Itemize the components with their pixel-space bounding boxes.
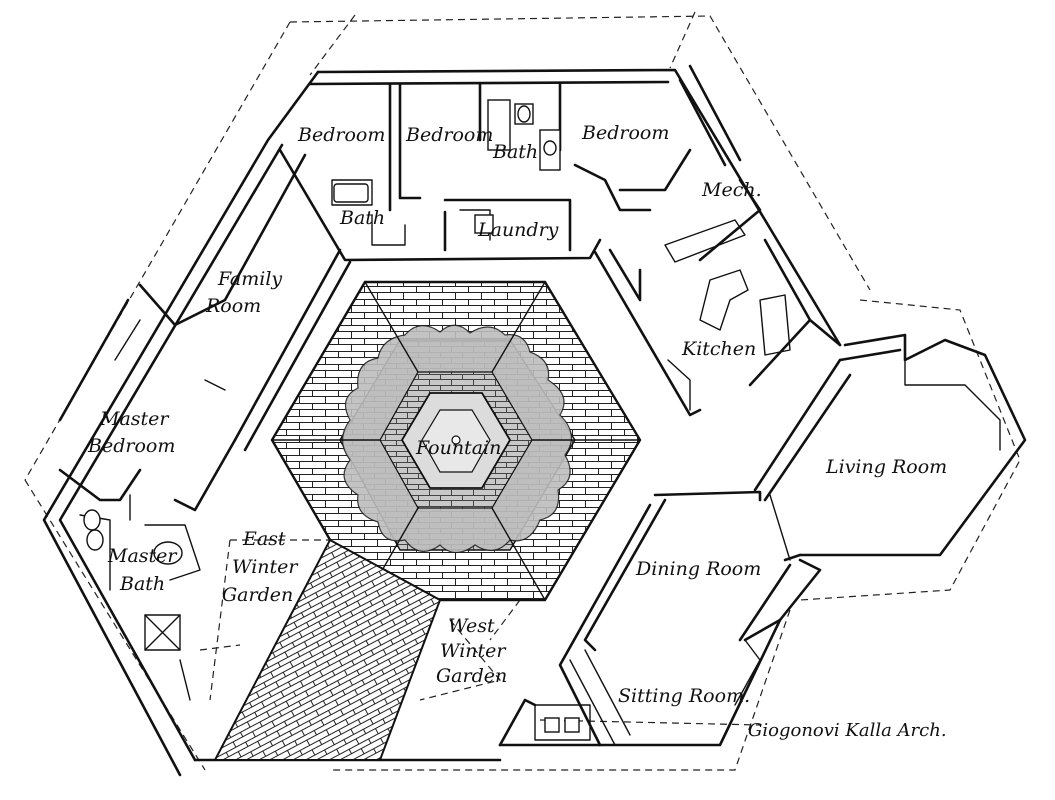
label-dining-room: Dining Room (635, 558, 761, 580)
label-east-garden-1: East (242, 528, 286, 550)
kitchen-walls (593, 178, 842, 417)
label-bedroom-1: Bedroom (297, 124, 385, 146)
master-suite-walls (58, 153, 352, 701)
bath-fixtures (333, 99, 561, 234)
brick-walkway (213, 538, 442, 761)
label-master-bath-2: Bath (119, 573, 165, 595)
label-bedroom-2: Bedroom (405, 124, 493, 146)
label-bath-upper: Bath (492, 141, 538, 163)
label-bath-lower: Bath (339, 207, 385, 229)
label-family-room-2: Room (205, 295, 261, 317)
architect-credit: Giogonovi Kalla Arch. (748, 720, 947, 741)
label-living-room: Living Room (825, 456, 947, 478)
label-master-bedroom-1: Master (99, 408, 170, 430)
label-west-garden-1: West (448, 615, 495, 637)
label-east-garden-3: Garden (222, 584, 293, 606)
label-west-garden-3: Garden (436, 665, 507, 687)
label-laundry: Laundry (477, 219, 559, 241)
label-kitchen: Kitchen (681, 338, 756, 360)
label-master-bath-1: Master (107, 545, 178, 567)
label-east-garden-2: Winter (232, 556, 299, 578)
room-labels: Bedroom Bedroom Bedroom Bath Bath Laundr… (87, 122, 947, 707)
site-outline (24, 11, 1021, 771)
living-room-walls (753, 333, 1027, 562)
label-sitting-room: Sitting Room. (618, 685, 750, 707)
label-family-room-1: Family (217, 268, 282, 290)
courtyard (270, 280, 642, 602)
bedroom-wing-walls (278, 82, 692, 262)
label-bedroom-3: Bedroom (581, 122, 669, 144)
label-fountain: Fountain (415, 437, 501, 459)
label-master-bedroom-2: Bedroom (87, 435, 175, 457)
label-mech: Mech. (701, 179, 762, 201)
exterior-walls (42, 64, 842, 777)
label-west-garden-2: Winter (440, 640, 507, 662)
dining-wing-walls (498, 490, 822, 747)
